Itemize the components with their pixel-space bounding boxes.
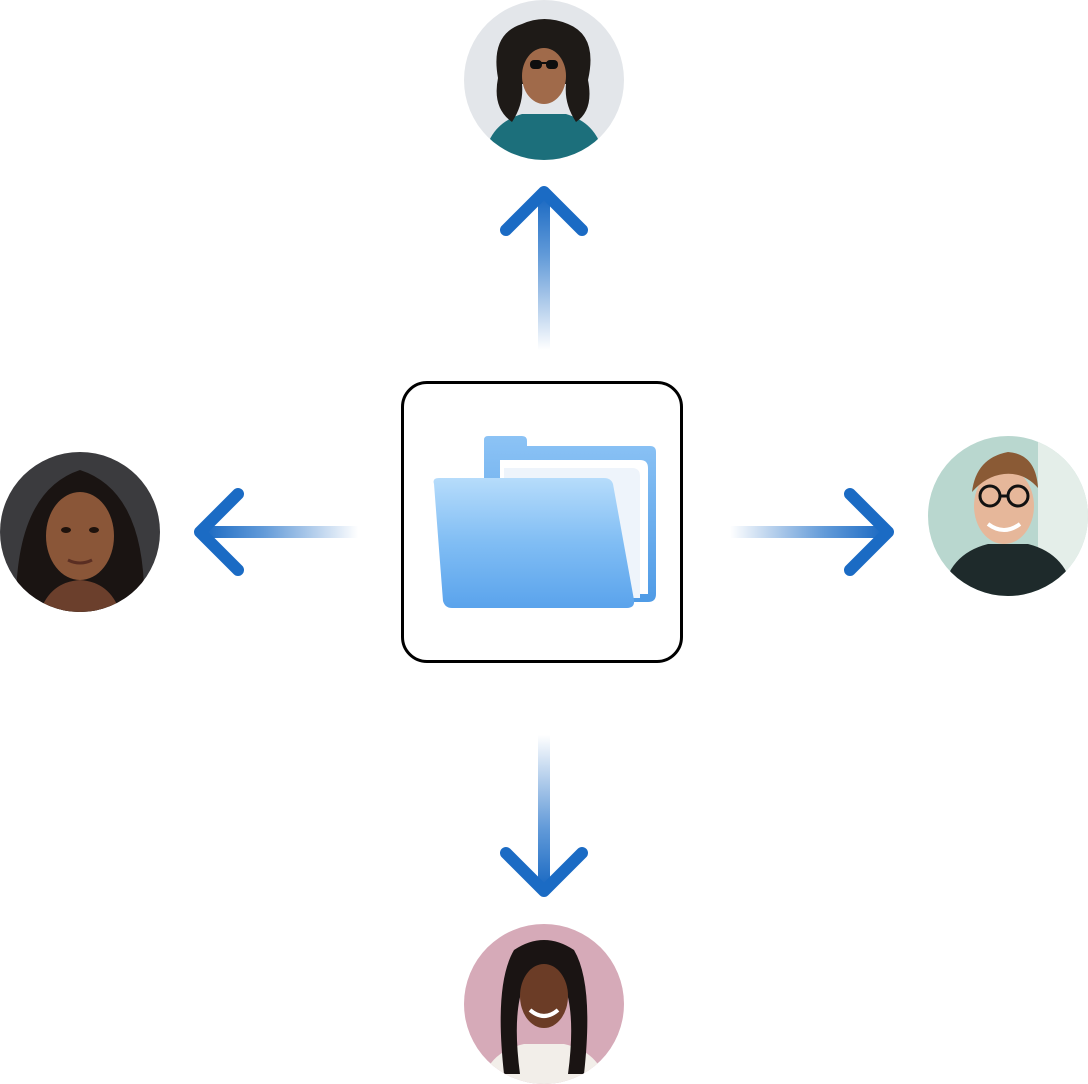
recipient-avatar-top xyxy=(464,0,624,160)
recipient-avatar-left xyxy=(0,452,160,612)
arrow-left xyxy=(194,488,358,576)
arrow-up xyxy=(500,186,588,350)
arrow-down xyxy=(500,735,588,897)
recipient-avatar-bottom xyxy=(464,924,624,1084)
shared-folder-card[interactable] xyxy=(401,381,683,663)
recipient-avatar-right xyxy=(928,436,1088,596)
folder-icon xyxy=(433,436,656,608)
arrow-right xyxy=(730,488,894,576)
